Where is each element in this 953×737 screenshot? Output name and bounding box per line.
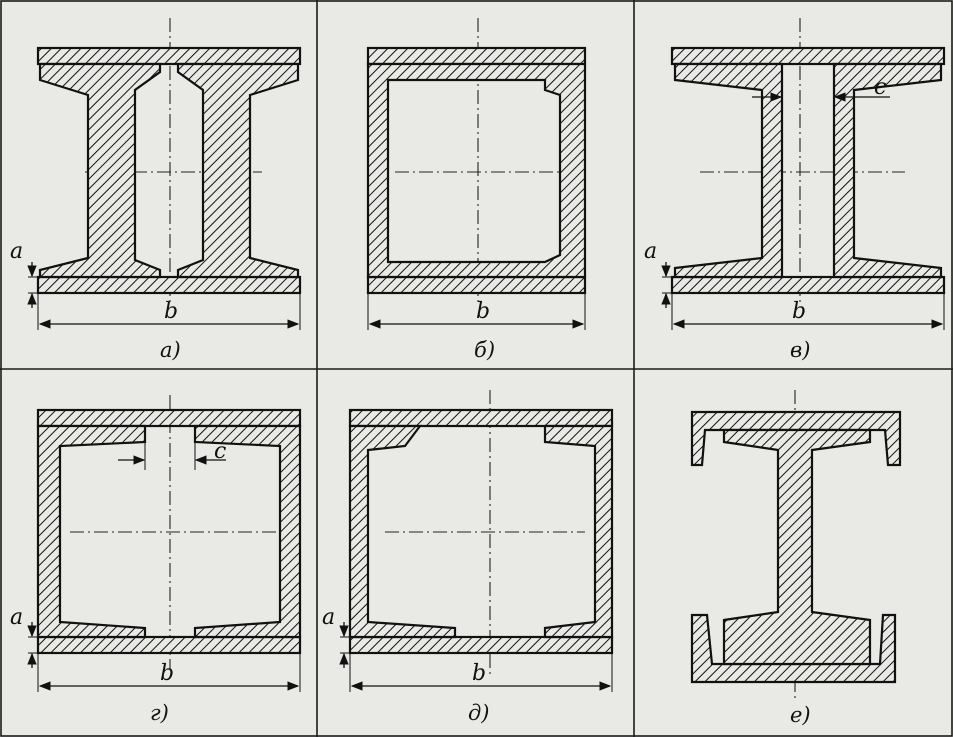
dim-b-label: b — [472, 661, 486, 686]
panel-d: a b д) — [322, 390, 614, 725]
panel-label: д) — [468, 701, 490, 725]
box-section — [366, 62, 587, 279]
dim-b-label: b — [792, 299, 806, 324]
dim-a-label: a — [322, 605, 335, 630]
dim-a-label: a — [10, 239, 23, 264]
dim-b-label: b — [160, 661, 174, 686]
panel-e: е) — [690, 390, 902, 727]
panel-label: г) — [150, 701, 169, 725]
bottom-plate — [366, 275, 587, 295]
right-channel — [543, 424, 614, 639]
top-plate — [36, 46, 302, 66]
bottom-plate — [36, 275, 302, 295]
top-channel — [690, 410, 902, 467]
dim-a-label: a — [644, 239, 657, 264]
panel-v: c a b в) — [644, 18, 946, 362]
panel-label: а) — [160, 338, 181, 362]
right-i-beam — [176, 62, 300, 279]
top-plate — [348, 408, 614, 428]
bottom-plate — [348, 635, 614, 655]
left-i-beam — [38, 62, 162, 279]
left-channel — [36, 424, 147, 639]
right-channel — [832, 62, 943, 279]
panel-g: c a b г) — [10, 395, 302, 725]
dim-c-label: c — [214, 439, 226, 464]
top-plate — [670, 46, 946, 66]
panel-a: a b а) — [10, 18, 302, 362]
bottom-plate — [36, 635, 302, 655]
panel-label: в) — [790, 338, 810, 362]
panel-label: б) — [474, 338, 495, 362]
left-channel — [673, 62, 784, 279]
dim-b-label: b — [164, 299, 178, 324]
top-plate — [36, 408, 302, 428]
right-channel — [193, 424, 302, 639]
bottom-channel — [690, 613, 897, 684]
left-angle — [348, 424, 457, 639]
bottom-plate — [670, 275, 946, 295]
panel-label: е) — [790, 703, 811, 727]
dim-b-label: b — [476, 299, 490, 324]
center-i-beam — [722, 428, 872, 666]
panel-b: b б) — [366, 18, 587, 362]
top-plate — [366, 46, 587, 66]
dim-a-label: a — [10, 605, 23, 630]
dim-c-label: c — [874, 75, 886, 100]
